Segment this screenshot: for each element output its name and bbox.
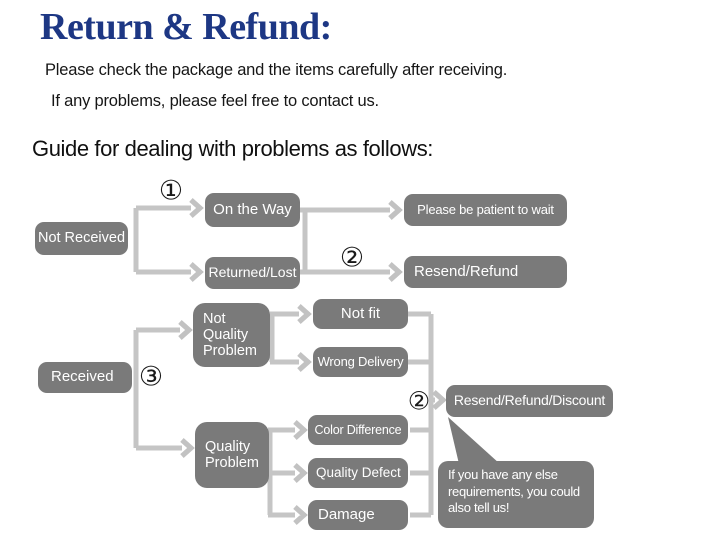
node-not-quality-problem: Not Quality Problem	[193, 303, 270, 367]
node-quality-defect: Quality Defect	[308, 458, 408, 488]
step-marker-2-top: ②	[339, 242, 365, 274]
node-not-received: Not Received	[35, 222, 128, 255]
speech-bubble-line: requirements, you could	[448, 483, 580, 499]
step-marker-3: ③	[138, 361, 164, 393]
guide-heading: Guide for dealing with problems as follo…	[32, 136, 434, 161]
node-damage: Damage	[308, 500, 408, 530]
intro-line-2: If any problems, please feel free to con…	[51, 92, 379, 110]
node-received: Received	[38, 362, 132, 393]
node-color-difference: Color Difference	[308, 415, 408, 445]
intro-line-1: Please check the package and the items c…	[45, 61, 508, 79]
speech-bubble-line: also tell us!	[448, 500, 510, 516]
node-on-the-way: On the Way	[205, 193, 300, 227]
speech-bubble-line: If you have any else	[448, 467, 558, 482]
node-resend-refund: Resend/Refund	[404, 256, 567, 288]
step-marker-1: ①	[158, 175, 184, 207]
node-quality-problem: Quality Problem	[195, 422, 269, 488]
node-please-be-patient: Please be patient to wait	[404, 194, 567, 226]
speech-bubble-tail	[448, 417, 500, 464]
page-title: Return & Refund:	[40, 6, 332, 48]
node-wrong-delivery: Wrong Delivery	[313, 347, 408, 377]
node-returned-lost: Returned/Lost	[205, 257, 300, 289]
step-marker-2-bottom: ②	[407, 386, 431, 416]
node-resend-refund-discount: Resend/Refund/Discount	[446, 385, 613, 417]
speech-bubble: If you have any else requirements, you c…	[438, 461, 594, 528]
node-not-fit: Not fit	[313, 299, 408, 329]
